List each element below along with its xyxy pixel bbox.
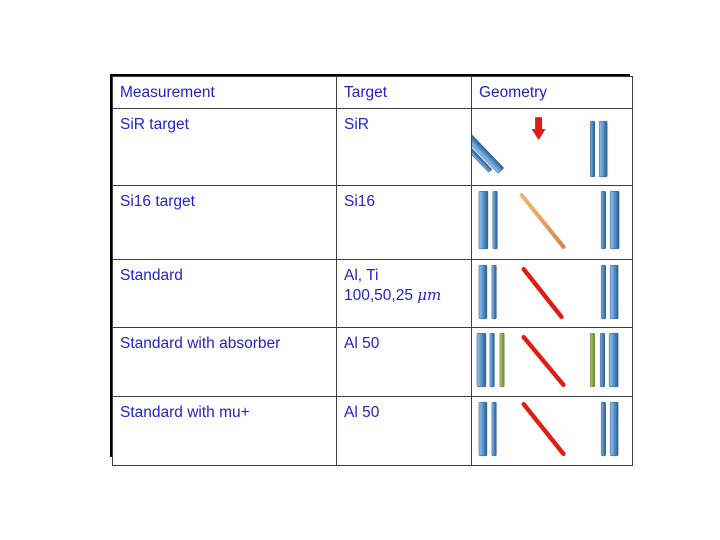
tilted-detector-bar-thick [472, 126, 504, 174]
cell-target: Si16 [336, 185, 472, 260]
si16-target-geometry [472, 186, 632, 259]
target-label: Si16 [344, 193, 376, 210]
cell-target: SiR [336, 108, 472, 186]
cell-measurement: Standard with mu+ [112, 396, 337, 466]
detector-bar-left-thin [491, 264, 497, 320]
detector-bar-right-thick [609, 190, 620, 250]
target-label: Al 50 [344, 335, 380, 352]
cell-geometry [471, 259, 633, 328]
detector-bar-right-thin [590, 120, 595, 178]
column-header-measurement: Measurement [120, 84, 215, 101]
measurement-label: Standard with absorber [120, 335, 281, 352]
measurement-label: Si16 target [120, 193, 195, 210]
absorber-bar-right [590, 332, 595, 388]
measurement-label: SiR target [120, 116, 189, 133]
red-target-line [521, 334, 566, 388]
cell-target: Al 50 [336, 327, 472, 397]
red-down-arrow-icon [531, 117, 546, 141]
table-row: Standard with absorber Al 50 [112, 327, 633, 397]
geometry-diagram-svg [472, 117, 608, 178]
header-cell-measurement: Measurement [112, 76, 337, 109]
cell-geometry [471, 185, 633, 260]
cell-target: Al 50 [336, 396, 472, 466]
table-row: Standard Al, Ti 100,50,25 μm [112, 259, 633, 328]
measurement-table: Measurement Target Geometry SiR target [110, 74, 633, 466]
column-header-target: Target [344, 84, 388, 101]
cell-geometry [471, 327, 633, 397]
standard-with-mu-plus-geometry [472, 397, 632, 465]
absorber-bar-left [499, 332, 505, 388]
detector-bar-left-thin [489, 332, 495, 388]
table-row: Si16 target Si16 [112, 185, 633, 260]
detector-bar-right-thin [600, 401, 606, 457]
target-label-text: Al, Ti 100,50,25 [344, 267, 413, 304]
column-header-geometry: Geometry [479, 84, 548, 101]
detector-bar-right-thin [599, 332, 605, 388]
cell-measurement: Standard [112, 259, 337, 328]
detector-bar-right-thick [609, 264, 619, 320]
measurement-label: Standard with mu+ [120, 404, 250, 421]
cell-measurement: SiR target [112, 108, 337, 186]
micrometre-unit: μm [417, 285, 442, 304]
target-label: Al, Ti 100,50,25 μm [337, 260, 471, 306]
detector-bar-right-thick [609, 401, 619, 457]
standard-with-absorber-geometry [472, 328, 632, 396]
detector-bar-left-thick [476, 332, 487, 388]
measurement-table-grid: Measurement Target Geometry SiR target [112, 76, 633, 466]
detector-bar-left-thick [478, 264, 488, 320]
geometry-diagram-svg [476, 332, 619, 388]
detector-bar-left-thick [478, 401, 488, 457]
table-row: Standard with mu+ Al 50 [112, 396, 633, 466]
table-row: SiR target SiR [112, 108, 633, 186]
red-target-line [521, 401, 566, 457]
detector-bar-right-thick [608, 332, 619, 388]
table-header-row: Measurement Target Geometry [112, 76, 633, 109]
measurement-label: Standard [120, 267, 183, 284]
detector-bar-left-thin [492, 190, 498, 250]
detector-bar-left-thick [478, 190, 489, 250]
standard-geometry [472, 260, 632, 327]
orange-target-line [519, 193, 566, 249]
geometry-diagram-svg [478, 264, 619, 320]
cell-measurement: Si16 target [112, 185, 337, 260]
tilted-detector-bar-thin [472, 128, 492, 173]
detector-bar-right-thin [600, 190, 606, 250]
detector-bar-right-thin [600, 264, 606, 320]
detector-bar-right-thick [598, 120, 608, 178]
sir-target-geometry [472, 109, 632, 185]
target-label: SiR [344, 116, 369, 133]
geometry-diagram-svg [478, 401, 619, 457]
header-cell-geometry: Geometry [471, 76, 633, 109]
target-label: Al 50 [344, 404, 380, 421]
header-cell-target: Target [336, 76, 472, 109]
cell-geometry [471, 396, 633, 466]
red-target-line [521, 266, 564, 320]
cell-geometry [471, 108, 633, 186]
cell-measurement: Standard with absorber [112, 327, 337, 397]
geometry-diagram-svg [478, 190, 620, 250]
cell-target: Al, Ti 100,50,25 μm [336, 259, 472, 328]
detector-bar-left-thin [491, 401, 497, 457]
